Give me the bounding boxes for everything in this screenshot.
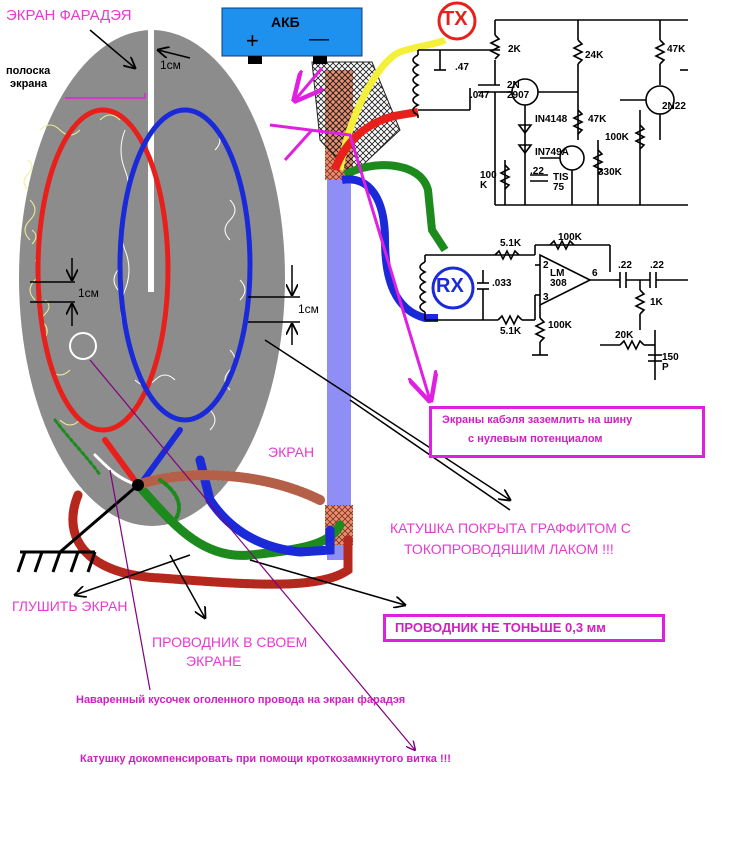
tx-label: TX — [442, 8, 468, 30]
screen-label: ЭКРАН — [268, 444, 315, 460]
q-2n22-label: 2N22 — [662, 101, 686, 112]
battery-plus-label: + — [246, 28, 259, 53]
screen-strip-label-2: экрана — [10, 78, 48, 90]
gap-top-label: 1см — [160, 58, 181, 72]
conductor-own-screen-label-1: ПРОВОДНИК В СВОЕМ — [152, 634, 308, 650]
faraday-screen-disk — [19, 30, 285, 526]
cable-screens-label-1: Экраны кабэля заземлить на шину — [442, 414, 633, 426]
rx-circle — [431, 266, 475, 310]
cable-violet — [327, 175, 351, 560]
r-100k-fb-label: 100K — [558, 232, 583, 243]
gap-left-label: 1см — [78, 286, 99, 300]
gap-marker-top — [89, 29, 191, 68]
pin2-label: 2 — [543, 260, 549, 271]
ground-screen-label: ГЛУШИТЬ ЭКРАН — [12, 598, 128, 614]
d-in4148-label: IN4148 — [535, 114, 568, 125]
wire-green-rx — [342, 161, 449, 253]
r-47k-label: 47K — [588, 114, 607, 125]
tx-coil-red — [35, 107, 171, 433]
c-47-label: .47 — [455, 62, 469, 73]
compensate-label: Катушку докомпенсировать при помощи крот… — [80, 753, 451, 765]
r-1k-label: 1K — [650, 297, 664, 308]
battery-minus-label: — — [309, 28, 329, 50]
cable-screens-label-2: с нулевым потенциалом — [468, 433, 603, 445]
pin6-label: 6 — [592, 268, 598, 279]
coil-leads — [53, 418, 353, 589]
r-2k-label: 2K — [508, 44, 522, 55]
gap-marker-left — [30, 258, 75, 326]
c-22b-label: .22 — [650, 260, 664, 271]
d-in749-label: IN749A — [535, 147, 569, 158]
r-24k-label: 24K — [585, 50, 604, 61]
cable-screens-box: Экраны кабэля заземлить на шину с нулевы… — [429, 406, 705, 458]
r-100k-bot-label: 100K — [548, 320, 573, 331]
gap-right-label: 1см — [298, 302, 319, 316]
wire-blue-rx — [341, 175, 438, 322]
graphite-label-2: ТОКОПРОВОДЯШИМ ЛАКОМ !!! — [404, 541, 614, 557]
ground-symbol — [16, 483, 139, 573]
rx-coil-blue — [117, 107, 253, 423]
tx-circle — [437, 1, 477, 41]
conductor-min-box: ПРОВОДНИК НЕ ТОНЬШЕ 0,3 мм — [383, 614, 665, 642]
r-51k-bot-label: 5.1K — [500, 326, 522, 337]
c-033-label: .033 — [492, 278, 512, 289]
c-22a-label: .22 — [618, 260, 632, 271]
gap-marker-right — [248, 265, 300, 345]
wire-yellow — [336, 36, 447, 171]
conductor-min-label: ПРОВОДНИК НЕ ТОНЬШЕ 0,3 мм — [395, 620, 606, 635]
r-20k-label: 20K — [615, 330, 634, 341]
r-47k-top-label: 47K — [667, 44, 686, 55]
wire-red-tx — [331, 108, 419, 172]
welded-piece-label: Наваренный кусочек оголенного провода на… — [76, 694, 406, 706]
graphite-label-1: КАТУШКА ПОКРЫТА ГРАФФИТОМ С — [390, 520, 631, 536]
rx-label: RX — [436, 275, 464, 297]
battery-label: АКБ — [271, 14, 300, 30]
faraday-screen-label: ЭКРАН ФАРАДЭЯ — [6, 7, 132, 24]
c-22-label: .22 — [530, 166, 544, 177]
r-100k-mid-label: 100K — [605, 132, 630, 143]
c-047-label: .047 — [470, 90, 490, 101]
r-51k-top-label: 5.1K — [500, 238, 522, 249]
r-330k-label: 330K — [598, 167, 623, 178]
pin3-label: 3 — [543, 292, 549, 303]
schematic — [412, 19, 688, 380]
conductor-own-screen-label-2: ЭКРАНЕ — [186, 653, 242, 669]
screen-strip-label-1: полоска — [6, 65, 51, 77]
battery — [221, 7, 363, 64]
